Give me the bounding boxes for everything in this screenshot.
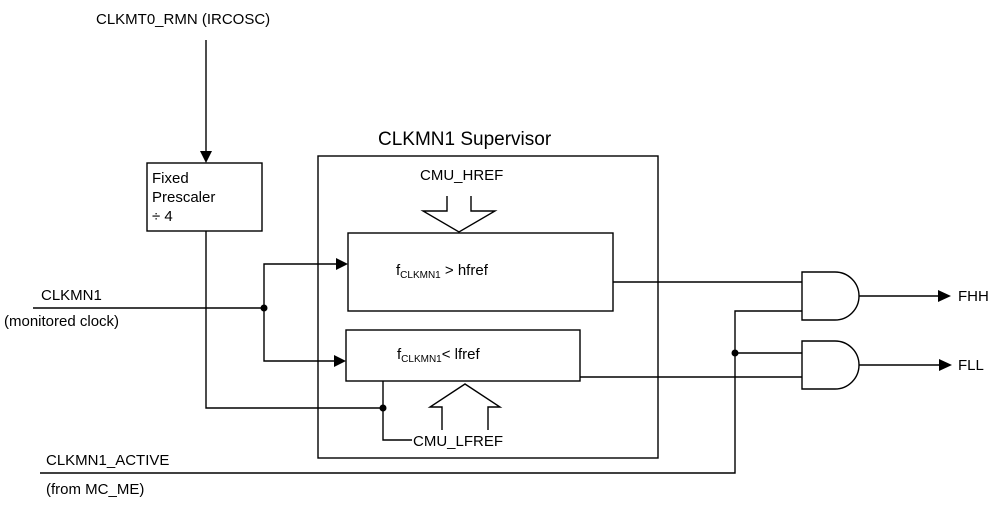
- prescaler-junction-dot: [379, 404, 387, 412]
- cmu-lfref-wire: [382, 408, 412, 441]
- clkmn1-active-source-label: (from MC_ME): [46, 481, 145, 498]
- clkmt0-source-label: CLKMT0_RMN (IRCOSC): [96, 11, 271, 28]
- high-comparator-label: fCLKMN1 > hfref: [396, 263, 488, 281]
- prescaler-output-wire: [205, 231, 383, 409]
- high-comparator-sub: CLKMN1: [400, 270, 441, 281]
- prescaler-line-1: Fixed: [152, 170, 189, 187]
- low-comparator-label: fCLKMN1< lfref: [397, 347, 480, 365]
- supervisor-title: CLKMN1 Supervisor: [378, 129, 552, 150]
- cmu-href-label: CMU_HREF: [420, 167, 504, 184]
- and-gate-fll: [801, 340, 860, 390]
- clkmn1-high-arrowhead: [336, 258, 348, 270]
- fhh-arrowhead: [938, 290, 951, 302]
- fll-arrowhead: [939, 359, 952, 371]
- high-comparator-box: [347, 232, 614, 312]
- clkmn1-to-low-wire: [263, 308, 334, 362]
- high-comparator-f: f: [396, 262, 401, 279]
- clkmn1-label: CLKMN1: [41, 287, 102, 304]
- fhh-label: FHH: [958, 288, 989, 305]
- clkmn1-desc-label: (monitored clock): [4, 313, 120, 330]
- low-comparator-box: [345, 329, 581, 382]
- clkmn1-active-label: CLKMN1_ACTIVE: [46, 452, 170, 469]
- cmu-lfref-label: CMU_LFREF: [413, 433, 504, 450]
- and-gate-fhh: [801, 271, 860, 321]
- fll-label: FLL: [958, 357, 984, 374]
- low-comparator-rest: < lfref: [441, 346, 480, 363]
- clkmt0-arrowhead: [200, 151, 212, 163]
- prescaler-line-3: ÷ 4: [152, 208, 173, 225]
- prescaler-label: Fixed Prescaler ÷ 4: [152, 169, 215, 226]
- prescaler-box: [146, 162, 263, 232]
- low-comparator-f: f: [397, 346, 402, 363]
- clkmn1-low-arrowhead: [334, 355, 346, 367]
- low-comparator-sub: CLKMN1: [401, 354, 442, 365]
- cmu-href-hollow-arrow: [420, 196, 498, 233]
- clkmn1-to-high-wire: [263, 263, 336, 308]
- high-comparator-rest: > hfref: [440, 262, 488, 279]
- prescaler-line-2: Prescaler: [152, 189, 216, 206]
- cmu-lfref-hollow-arrow: [427, 383, 503, 430]
- clkmn1-active-wire: [40, 310, 802, 474]
